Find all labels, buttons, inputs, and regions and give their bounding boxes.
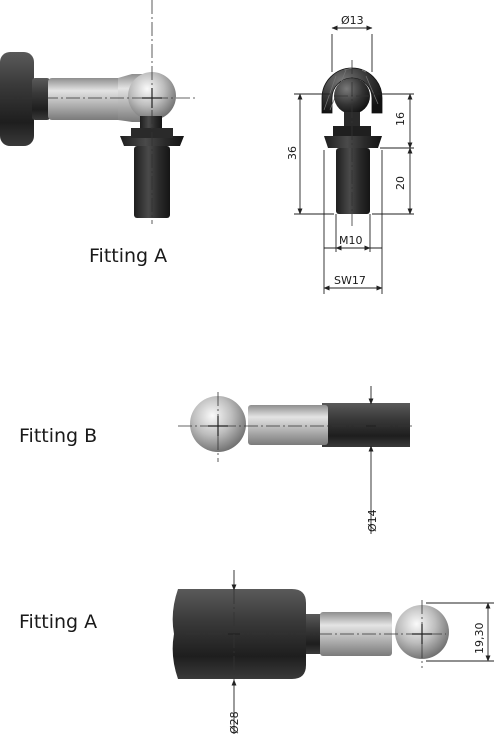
svg-text:19,30: 19,30	[473, 623, 486, 655]
rod-light	[320, 612, 392, 656]
svg-text:M10: M10	[339, 234, 363, 247]
stud-flange-section	[324, 136, 382, 148]
svg-text:Ø13: Ø13	[341, 14, 364, 27]
svg-text:20: 20	[394, 176, 407, 190]
svg-text:Ø14: Ø14	[366, 509, 379, 532]
fitting-a-section-drawing	[321, 60, 383, 226]
tube-collar	[32, 78, 50, 120]
dim-wrench-size: SW17	[323, 150, 383, 294]
dim-thread: M10	[324, 214, 382, 252]
dim-tube-diameter: Ø28	[228, 570, 241, 734]
fitting-a-bottom-drawing	[172, 589, 449, 679]
svg-text:Ø28: Ø28	[228, 711, 241, 734]
dim-ball-diameter-bottom: 19,30	[426, 602, 494, 662]
svg-text:SW17: SW17	[334, 274, 366, 287]
rod-light	[248, 405, 328, 445]
tube-dark	[0, 52, 34, 146]
svg-text:16: 16	[394, 112, 407, 126]
tube-dark	[322, 403, 410, 447]
dim-height-lower: 20	[372, 147, 414, 215]
stud-neck	[140, 116, 162, 130]
stud-shank-section	[336, 148, 370, 214]
caption-fitting-a-bottom: Fitting A	[19, 611, 97, 633]
fitting-b-drawing	[178, 392, 414, 462]
dim-height-upper: 16	[372, 93, 414, 149]
fitting-a-top-drawing	[0, 0, 196, 224]
svg-text:36: 36	[286, 146, 299, 160]
dim-ball-diameter-top: Ø13	[331, 14, 373, 72]
caption-fitting-b: Fitting B	[19, 425, 97, 447]
socket-section	[321, 67, 383, 114]
rod-light	[48, 78, 124, 120]
caption-fitting-a-top: Fitting A	[89, 245, 167, 267]
dim-rod-diameter-b: Ø14	[366, 386, 379, 534]
dim-height-total: 36	[286, 93, 334, 215]
stud-neck-section	[344, 112, 360, 126]
